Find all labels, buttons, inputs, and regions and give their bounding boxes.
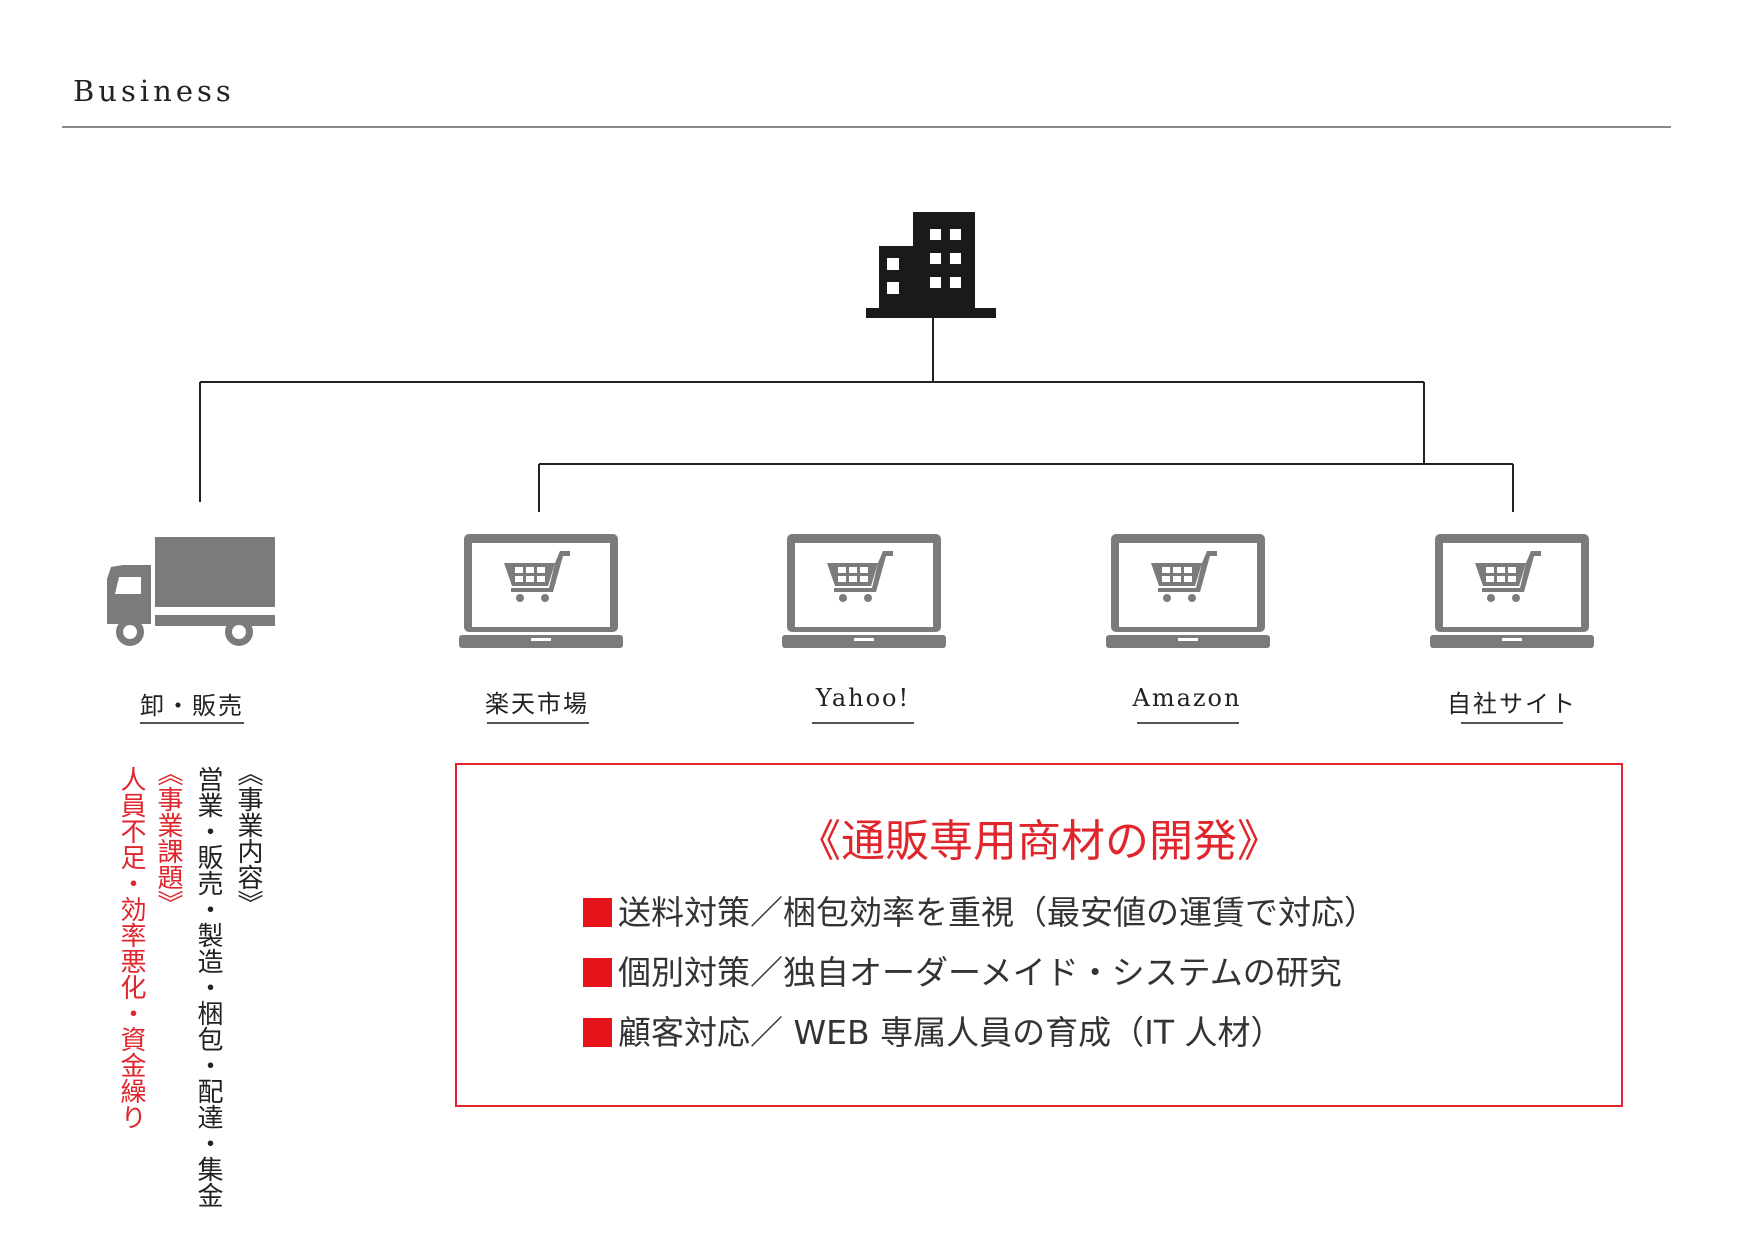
strategy-item-text: 送料対策／梱包効率を重視（最安値の運賃で対応） [618, 893, 1377, 932]
strategy-box: 《通販専用商材の開発》 送料対策／梱包効率を重視（最安値の運賃で対応） 個別対策… [455, 763, 1623, 1107]
channel-underline [812, 722, 914, 724]
laptop-cart-icon [1430, 534, 1594, 648]
channel-label-wholesale: 卸・販売 [140, 692, 244, 720]
page-title: Business [73, 74, 235, 108]
square-bullet-icon [583, 898, 612, 927]
channel-label-own-site: 自社サイト [1447, 690, 1577, 718]
strategy-item-text: 個別対策／独自オーダーメイド・システムの研究 [618, 953, 1342, 992]
square-bullet-icon [583, 958, 612, 987]
business-issue-text: 人員不足・効率悪化・資金繰り [116, 766, 146, 1130]
channel-underline [487, 722, 589, 724]
strategy-list: 送料対策／梱包効率を重視（最安値の運賃で対応） 個別対策／独自オーダーメイド・シ… [583, 886, 1377, 1066]
business-content-text: 営業・販売・製造・梱包・配達・集金 [193, 766, 223, 1208]
business-content-heading: 《事業内容》 [233, 760, 263, 916]
building-icon [866, 212, 996, 318]
truck-icon [107, 537, 275, 646]
channel-underline [1137, 722, 1239, 724]
strategy-title: 《通販専用商材の開発》 [797, 816, 1281, 867]
square-bullet-icon [583, 1018, 612, 1047]
strategy-item: 送料対策／梱包効率を重視（最安値の運賃で対応） [583, 886, 1377, 946]
laptop-cart-icon [459, 534, 623, 648]
title-divider [62, 126, 1671, 128]
channel-underline [1461, 722, 1563, 724]
channel-label-rakuten: 楽天市場 [485, 690, 589, 718]
laptop-cart-icon [782, 534, 946, 648]
laptop-cart-icon [1106, 534, 1270, 648]
channel-underline [140, 722, 244, 724]
business-issue-heading: 《事業課題》 [153, 760, 183, 916]
channel-label-amazon: Amazon [1132, 684, 1242, 712]
strategy-item-text: 顧客対応／ WEB 専属人員の育成（IT 人材） [618, 1013, 1284, 1052]
strategy-item: 顧客対応／ WEB 専属人員の育成（IT 人材） [583, 1006, 1377, 1066]
channel-label-yahoo: Yahoo! [815, 684, 911, 712]
strategy-item: 個別対策／独自オーダーメイド・システムの研究 [583, 946, 1377, 1006]
